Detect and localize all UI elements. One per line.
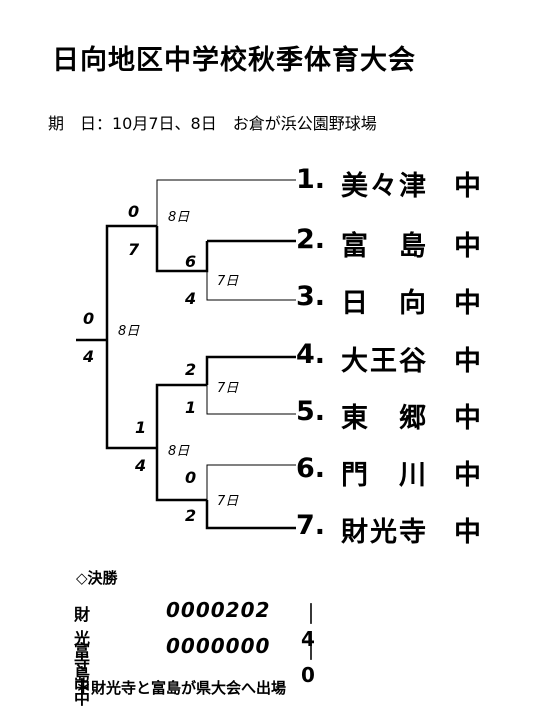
final-total: ｜4	[301, 602, 321, 651]
team-suffix: 中	[454, 288, 481, 319]
score-semi-top-top: 0	[128, 202, 140, 221]
bracket-line-team7	[205, 500, 296, 530]
team-name: 富 島	[341, 231, 428, 262]
team-name: 東 郷	[341, 403, 428, 434]
bracket-line-team6	[206, 464, 296, 500]
team-number: 1.	[296, 164, 326, 195]
score-g6v7-bottom: 2	[185, 506, 197, 525]
team-suffix: 中	[454, 517, 481, 548]
team-suffix: 中	[454, 171, 481, 202]
day-g2v3: 7日	[217, 274, 239, 289]
day-final: 8日	[118, 324, 140, 339]
final-innings: 0000202	[166, 598, 271, 622]
team-number: 4.	[296, 339, 326, 370]
team-suffix: 中	[454, 403, 481, 434]
day-g6v7: 7日	[217, 494, 239, 509]
team-name: 日 向	[341, 288, 428, 319]
bracket-line-g6v7-winner	[155, 448, 207, 502]
team-row: 4. 大王谷 中	[296, 339, 481, 377]
bracket-line-semi-bottom-winner	[105, 340, 157, 450]
bracket-line-semi-top-winner	[105, 224, 157, 340]
final-total: ｜0	[301, 638, 321, 687]
team-name: 大王谷	[341, 346, 428, 377]
final-innings: 0000000	[166, 634, 271, 658]
final-team-name: 富 島 中	[74, 641, 107, 708]
day-semi-top: 8日	[168, 210, 190, 225]
day-semi-bottom: 8日	[168, 444, 190, 459]
team-name: 門 川	[341, 460, 428, 491]
team-name: 美々津	[341, 171, 428, 202]
bracket-line-team5	[206, 385, 296, 415]
team-row: 7. 財光寺 中	[296, 510, 481, 548]
score-g2v3-top: 6	[185, 252, 197, 271]
final-heading: ◇決勝	[76, 569, 118, 587]
team-row: 6. 門 川 中	[296, 453, 481, 491]
score-semi-bottom-bottom: 4	[135, 456, 147, 475]
team-row: 1. 美々津 中	[296, 164, 481, 202]
team-suffix: 中	[454, 346, 481, 377]
team-name: 財光寺	[341, 517, 428, 548]
team-row: 3. 日 向 中	[296, 281, 481, 319]
team-row: 5. 東 郷 中	[296, 396, 481, 434]
bracket-line-team4	[205, 355, 296, 385]
final-total-value: 0	[301, 663, 315, 687]
bracket-line-team3	[206, 271, 296, 301]
day-g4v5: 7日	[217, 381, 239, 396]
score-g4v5-bottom: 1	[185, 398, 197, 417]
score-g6v7-top: 0	[185, 468, 197, 487]
score-g2v3-bottom: 4	[185, 289, 197, 308]
advancement-note: ＊財光寺と富島が県大会へ出場	[76, 679, 287, 697]
team-suffix: 中	[454, 460, 481, 491]
score-g4v5-top: 2	[185, 360, 197, 379]
team-suffix: 中	[454, 231, 481, 262]
final-team-name: 財光寺中	[74, 605, 91, 696]
score-semi-top-bottom: 7	[128, 240, 140, 259]
score-final-bottom: 4	[83, 347, 95, 366]
team-number: 2.	[296, 224, 326, 255]
final-total-value: 4	[301, 627, 315, 651]
team-number: 5.	[296, 396, 326, 427]
bracket-line-g2v3-winner	[155, 226, 209, 273]
bracket-line-team1	[156, 179, 296, 226]
score-semi-bottom-top: 1	[135, 418, 147, 437]
page-title: 日向地区中学校秋季体育大会	[52, 45, 416, 76]
team-number: 3.	[296, 281, 326, 312]
team-row: 2. 富 島 中	[296, 224, 481, 262]
bracket-line-g4v5-winner	[155, 383, 207, 448]
team-number: 6.	[296, 453, 326, 484]
date-venue-line: 期 日：10月7日、8日 お倉が浜公園野球場	[48, 114, 377, 133]
score-final-top: 0	[83, 309, 95, 328]
team-number: 7.	[296, 510, 326, 541]
